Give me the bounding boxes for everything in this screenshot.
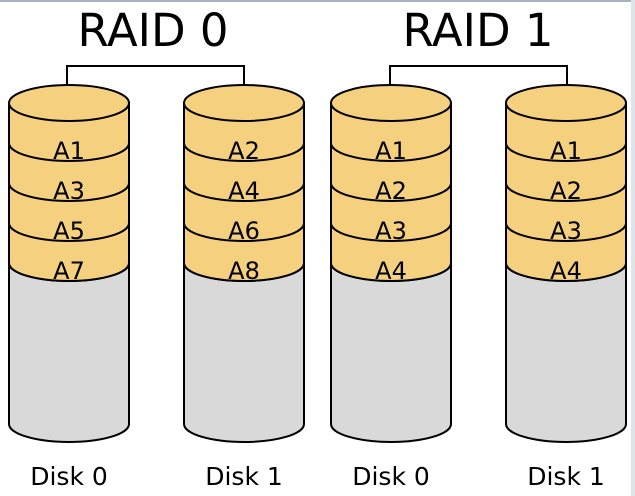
block-label: A6	[228, 217, 260, 245]
block-label: A1	[375, 137, 407, 165]
disk-top-cap	[505, 84, 627, 122]
disk-top-cap	[8, 84, 130, 122]
block-label: A2	[375, 177, 407, 205]
raid1-disk0-cylinder	[330, 84, 452, 443]
block-label: A7	[53, 257, 85, 285]
block-label: A4	[228, 177, 260, 205]
block-label: A5	[53, 217, 85, 245]
block-label: A4	[375, 257, 407, 285]
block-label: A2	[550, 177, 582, 205]
block-label: A3	[375, 217, 407, 245]
disk-label: Disk 0	[30, 462, 108, 491]
block-label: A3	[550, 217, 582, 245]
block-label: A3	[53, 177, 85, 205]
disk-top-cap	[330, 84, 452, 122]
raid0-title: RAID 0	[77, 4, 228, 57]
raid1-disk1-cylinder	[505, 84, 627, 443]
vertical-scrollbar[interactable]	[631, 0, 635, 496]
raid1-title: RAID 1	[402, 4, 553, 57]
disk-top-cap	[183, 84, 305, 122]
block-label: A4	[550, 257, 582, 285]
raid0-disk1-cylinder	[183, 84, 305, 443]
block-label: A1	[550, 137, 582, 165]
block-label: A8	[228, 257, 260, 285]
block-label: A2	[228, 137, 260, 165]
disk-label: Disk 1	[527, 462, 605, 491]
disk-label: Disk 1	[205, 462, 283, 491]
block-label: A1	[53, 137, 85, 165]
disk-empty-space	[505, 262, 627, 443]
window-top-border	[0, 0, 635, 2]
disk-empty-space	[183, 262, 305, 443]
disk-label: Disk 0	[352, 462, 430, 491]
raid0-disk0-cylinder	[8, 84, 130, 443]
disk-empty-space	[330, 262, 452, 443]
disk-empty-space	[8, 262, 130, 443]
